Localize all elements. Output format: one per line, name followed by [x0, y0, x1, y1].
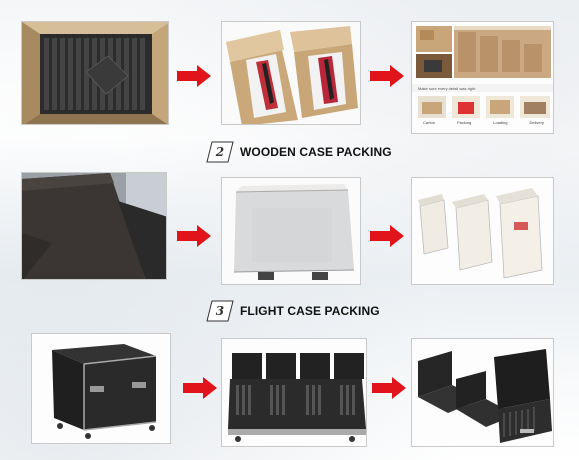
section-title: WOODEN CASE PACKING — [240, 145, 392, 159]
section-title: FLIGHT CASE PACKING — [240, 304, 380, 318]
flight-case-photo — [31, 333, 171, 444]
carton-packing-photo — [21, 21, 169, 125]
svg-text:Make sure every detail was rig: Make sure every detail was right — [418, 86, 476, 91]
caption: Carton — [423, 120, 436, 125]
section-number-badge: 2 — [206, 141, 234, 163]
wooden-crate-photo — [221, 177, 361, 285]
section-heading-wooden: 2 WOODEN CASE PACKING — [206, 141, 392, 163]
caption: Delivery — [529, 120, 544, 125]
section-heading-flight: 3 FLIGHT CASE PACKING — [206, 300, 380, 322]
warehouse-photo: Make sure every detail was right Carton … — [411, 21, 554, 134]
red-arrow-icon — [370, 65, 404, 87]
section-number-badge: 3 — [206, 300, 234, 322]
caption: Loading — [493, 120, 508, 125]
red-arrow-icon — [177, 65, 211, 87]
open-flight-case-photo — [221, 338, 367, 447]
red-arrow-icon — [183, 377, 217, 399]
box-closeup-photo — [221, 21, 361, 125]
loaded-flight-case-photo — [411, 338, 554, 447]
panel-closeup-photo — [21, 172, 167, 280]
red-arrow-icon — [372, 377, 406, 399]
red-arrow-icon — [177, 225, 211, 247]
wooden-boxes-photo — [411, 177, 554, 285]
red-arrow-icon — [370, 225, 404, 247]
caption: Packing — [457, 120, 472, 125]
